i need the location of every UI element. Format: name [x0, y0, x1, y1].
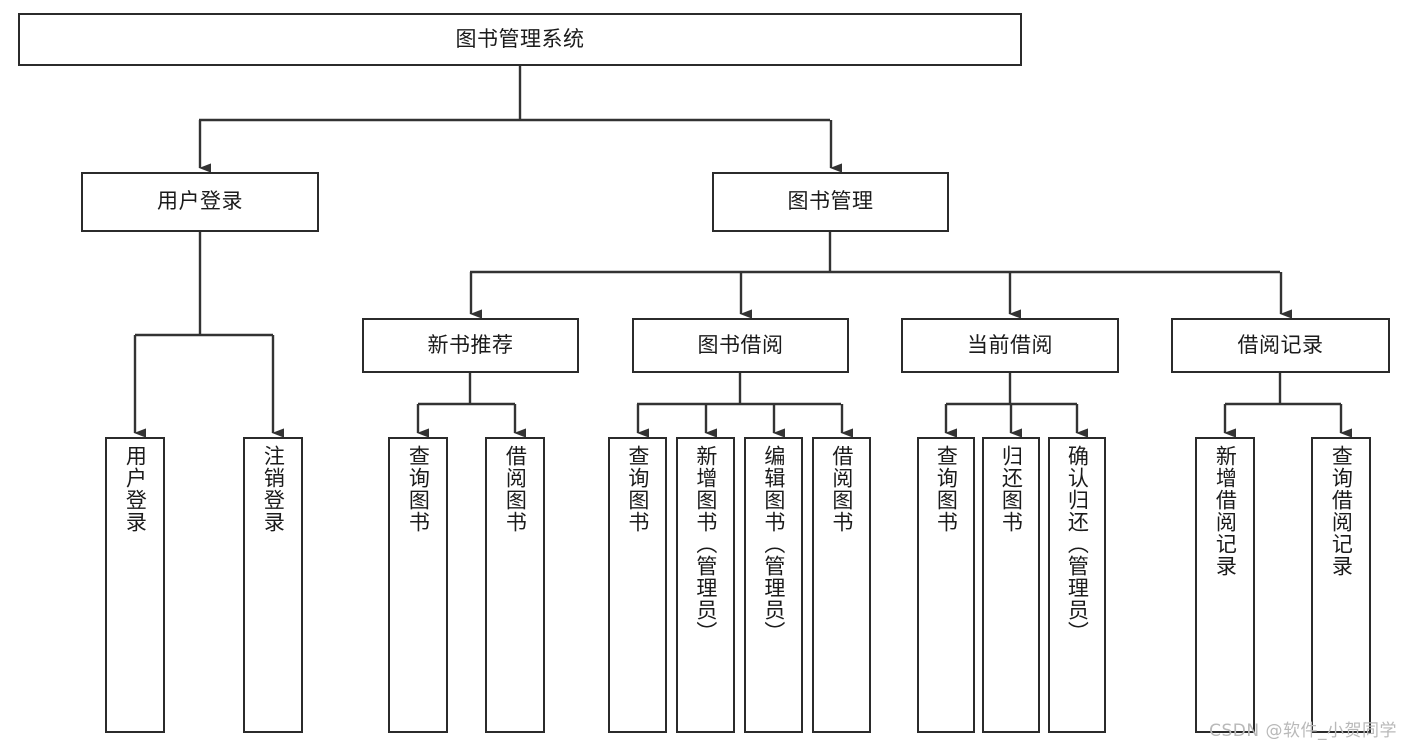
node-newbook[interactable]: 新书推荐 [362, 318, 579, 373]
node-label: 确认归还（管理员） [1065, 445, 1090, 643]
node-label: 用户登录 [123, 445, 148, 533]
node-leaf-logout[interactable]: 注销登录 [243, 437, 303, 733]
node-record[interactable]: 借阅记录 [1171, 318, 1390, 373]
node-label: 归还图书 [999, 445, 1024, 533]
node-leaf-query-book-2[interactable]: 查询图书 [608, 437, 667, 733]
node-current[interactable]: 当前借阅 [901, 318, 1119, 373]
node-leaf-confirm-return[interactable]: 确认归还（管理员） [1048, 437, 1106, 733]
node-label: 编辑图书（管理员） [761, 445, 786, 643]
node-label: 查询图书 [406, 445, 431, 533]
node-leaf-query-record[interactable]: 查询借阅记录 [1311, 437, 1371, 733]
node-leaf-query-book-1[interactable]: 查询图书 [388, 437, 448, 733]
node-root[interactable]: 图书管理系统 [18, 13, 1022, 66]
node-leaf-add-record[interactable]: 新增借阅记录 [1195, 437, 1255, 733]
node-label: 新书推荐 [427, 332, 514, 357]
node-leaf-add-book[interactable]: 新增图书（管理员） [676, 437, 735, 733]
node-label: 查询图书 [625, 445, 650, 533]
node-leaf-borrow-book-1[interactable]: 借阅图书 [485, 437, 545, 733]
node-label: 用户登录 [157, 189, 243, 214]
node-borrow[interactable]: 图书借阅 [632, 318, 849, 373]
node-label: 图书管理 [787, 189, 874, 214]
node-leaf-edit-book[interactable]: 编辑图书（管理员） [744, 437, 803, 733]
node-label: 当前借阅 [967, 332, 1053, 357]
node-bookmgmt[interactable]: 图书管理 [712, 172, 949, 232]
node-leaf-return-book[interactable]: 归还图书 [982, 437, 1040, 733]
node-leaf-borrow-book-2[interactable]: 借阅图书 [812, 437, 871, 733]
node-label: 借阅图书 [829, 445, 854, 533]
node-label: 借阅图书 [503, 445, 528, 533]
node-label: 新增借阅记录 [1213, 445, 1238, 577]
connector-group [133, 66, 1352, 438]
node-label: 注销登录 [261, 445, 286, 533]
node-label: 借阅记录 [1237, 332, 1324, 357]
node-label: 图书管理系统 [455, 26, 585, 51]
node-login[interactable]: 用户登录 [81, 172, 319, 232]
node-label: 查询图书 [934, 445, 959, 533]
node-leaf-query-book-3[interactable]: 查询图书 [917, 437, 975, 733]
node-label: 查询借阅记录 [1329, 445, 1354, 577]
node-label: 图书借阅 [697, 332, 784, 357]
node-leaf-user-login[interactable]: 用户登录 [105, 437, 165, 733]
node-label: 新增图书（管理员） [693, 445, 718, 643]
